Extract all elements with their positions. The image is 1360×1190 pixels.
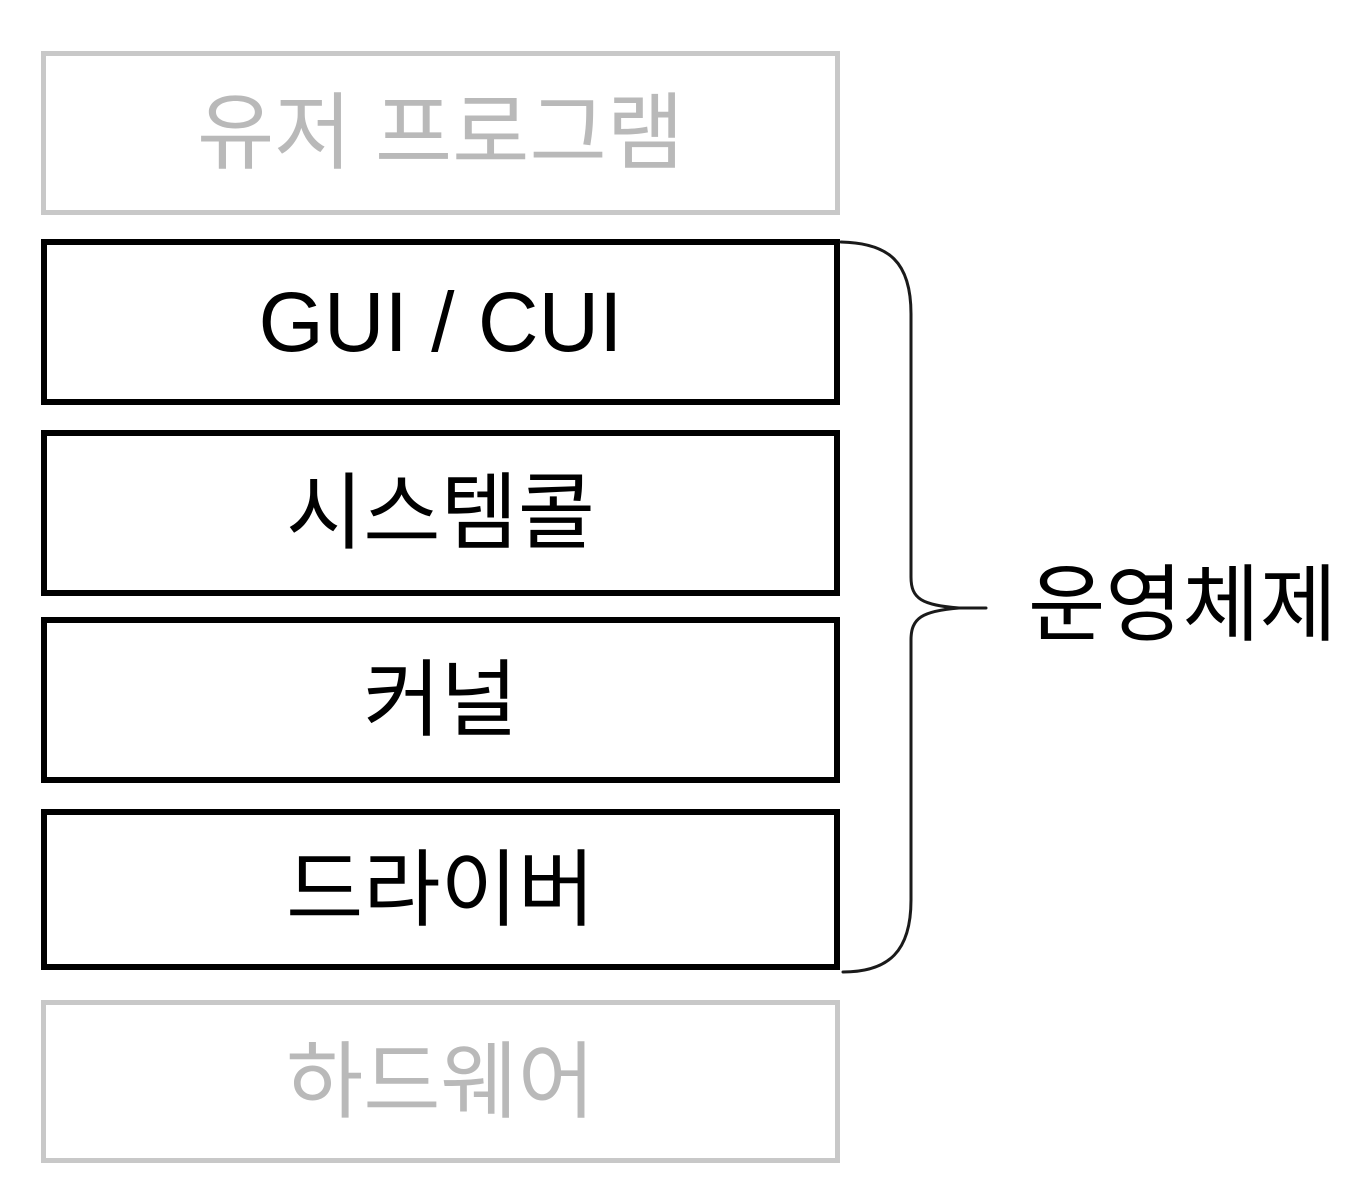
- layer-driver: 드라이버: [41, 809, 840, 970]
- layer-gui-cui: GUI / CUI: [41, 239, 840, 405]
- layer-gui-cui-label: GUI / CUI: [258, 275, 623, 369]
- layer-hardware-label: 하드웨어: [285, 1034, 596, 1129]
- layer-user-program: 유저 프로그램: [41, 51, 840, 215]
- layer-kernel-label: 커널: [363, 653, 518, 747]
- layer-driver-label: 드라이버: [285, 842, 596, 937]
- layer-system-call-label: 시스템콜: [285, 466, 596, 560]
- layer-kernel: 커널: [41, 617, 840, 783]
- layer-system-call: 시스템콜: [41, 430, 840, 596]
- layer-hardware: 하드웨어: [41, 1000, 840, 1163]
- os-group-label: 운영체제: [1027, 558, 1338, 652]
- layer-user-program-label: 유저 프로그램: [196, 86, 685, 180]
